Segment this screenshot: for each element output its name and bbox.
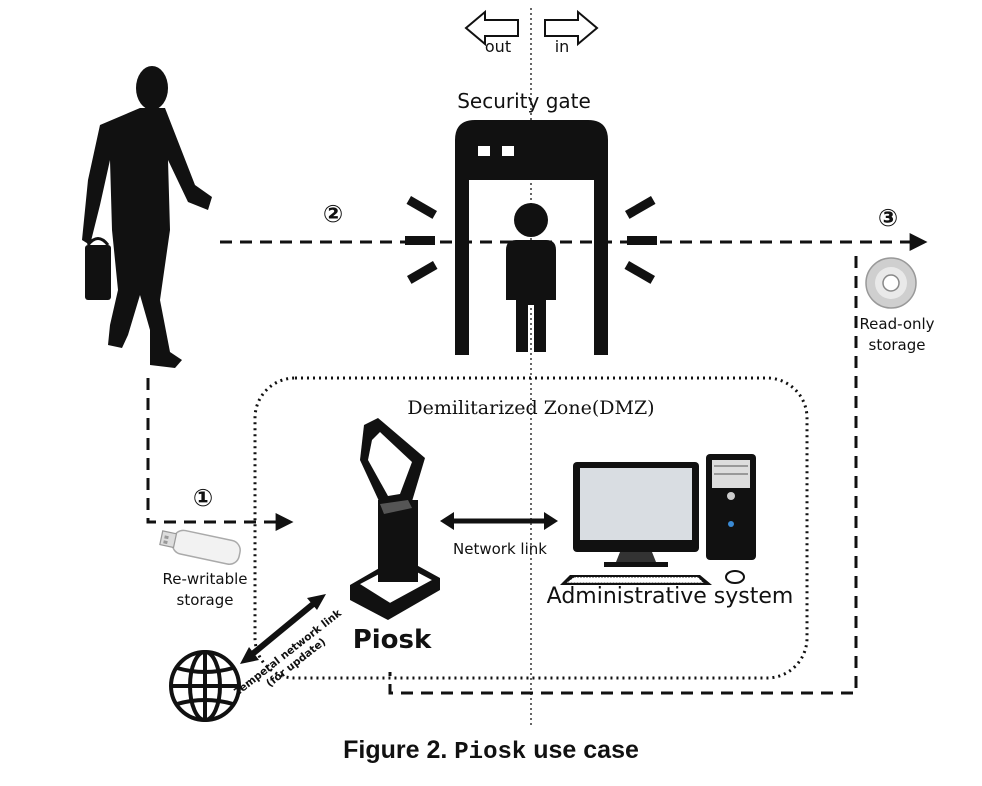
path-1-line <box>146 378 294 531</box>
caption-suffix: use case <box>533 736 639 764</box>
rewritable-label-1: Re-writable <box>163 570 248 588</box>
dmz-label: Demilitarized Zone(DMZ) <box>407 397 654 419</box>
globe-icon <box>169 650 241 722</box>
network-link-label: Network link <box>453 540 547 558</box>
piosk-label: Piosk <box>353 625 432 655</box>
cd-disc-icon <box>865 257 917 309</box>
out-arrow-icon <box>464 9 519 47</box>
admin-system-label: Administrative system <box>547 584 794 609</box>
caption-prefix: Figure 2. <box>343 736 448 764</box>
rewritable-label-2: storage <box>177 591 234 609</box>
dmz-zone <box>253 376 809 680</box>
security-gate-icon <box>405 120 657 355</box>
security-gate-label: Security gate <box>457 89 591 113</box>
person-silhouette-icon <box>82 66 212 368</box>
figure-caption: Figure 2. Piosk use case <box>0 736 982 766</box>
usb-drive-icon <box>159 529 241 565</box>
temporary-link-arrow <box>240 594 326 664</box>
out-label: out <box>485 37 511 56</box>
step-1-marker: ① <box>193 484 213 512</box>
caption-code: Piosk <box>454 739 527 766</box>
readonly-label-1: Read-only <box>859 315 934 333</box>
path-3-line <box>388 256 858 695</box>
kiosk-icon <box>350 418 440 620</box>
in-arrow-icon <box>544 9 599 47</box>
readonly-label-2: storage <box>869 336 926 354</box>
network-link-arrow <box>440 512 558 530</box>
desktop-computer-icon <box>560 454 756 585</box>
step-3-marker: ③ <box>878 204 898 232</box>
in-label: in <box>555 37 570 56</box>
step-2-marker: ② <box>323 200 343 228</box>
